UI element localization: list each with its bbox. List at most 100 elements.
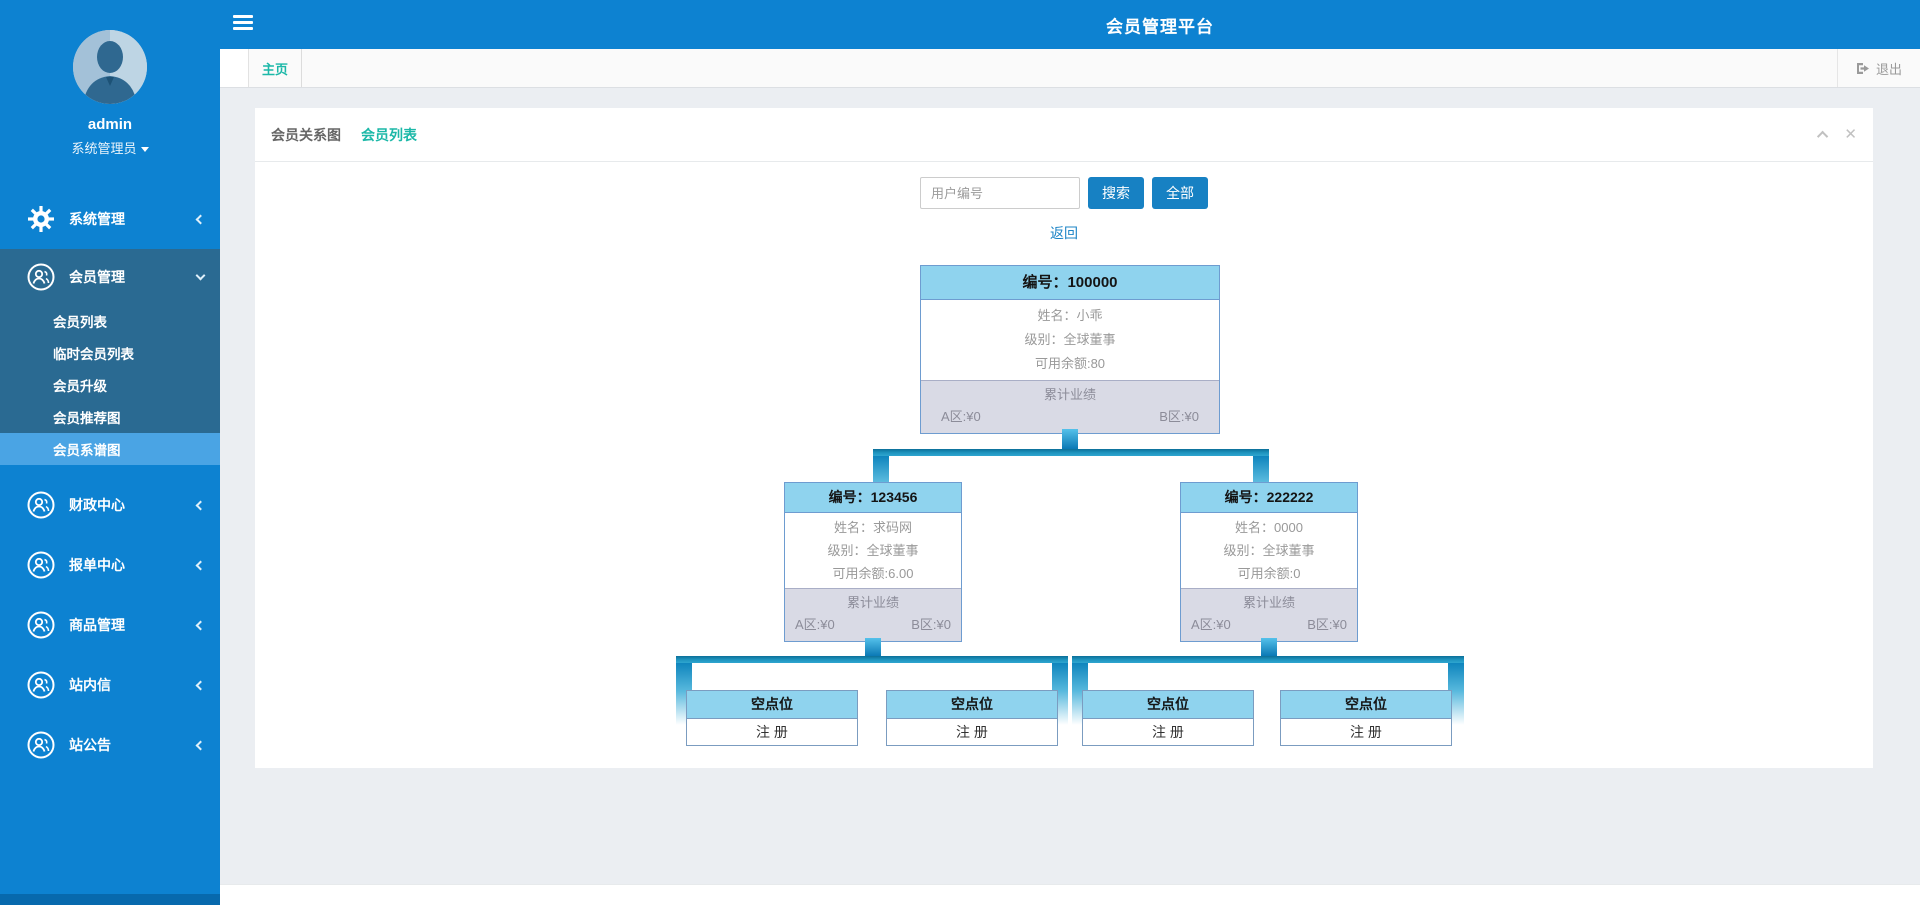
tab-spacer — [302, 49, 1837, 87]
member-list-link[interactable]: 会员列表 — [361, 126, 417, 143]
username: admin — [87, 116, 133, 133]
tree-node-child-left[interactable]: 编号：123456 姓名：求码网 级别：全球董事 可用余额:6.00 累计业绩 … — [784, 482, 962, 642]
genealogy-panel: 会员关系图 会员列表 ✕ 搜索 全部 返回 — [255, 108, 1873, 768]
sidebar-subitem-genealogy-chart[interactable]: 会员系谱图 — [0, 433, 220, 465]
node-balance: 可用余额:80 — [1034, 356, 1106, 371]
top-navbar: 会员管理平台 — [220, 0, 1920, 49]
sidebar-item-finance[interactable]: 财政中心 — [0, 475, 220, 535]
register-link[interactable]: 注 册 — [956, 724, 988, 740]
panel-body: 搜索 全部 返回 编号：100000 姓名：小乖 级别：全球董事 可用余额:80 — [255, 177, 1873, 758]
node-level: 级别：全球董事 — [827, 543, 919, 558]
subitem-label: 临时会员列表 — [53, 347, 134, 362]
chevron-down-icon — [195, 270, 206, 280]
search-button[interactable]: 搜索 — [1088, 177, 1144, 209]
performance-title: 累计业绩 — [1043, 387, 1096, 402]
sidebar-item-system[interactable]: 系统管理 — [0, 189, 220, 249]
connector-bar — [676, 656, 1068, 663]
empty-slot-label: 空点位 — [887, 691, 1057, 719]
connector-bar — [1072, 656, 1464, 663]
sidebar-item-label: 站公告 — [69, 737, 111, 753]
member-id-input[interactable] — [920, 177, 1080, 209]
profile-block: admin 系统管理员 — [0, 0, 220, 157]
sign-out-icon — [1856, 62, 1869, 74]
sidebar-item-site-announcement[interactable]: 站公告 — [0, 715, 220, 775]
tree-leaf-empty-slot: 空点位 注 册 — [1280, 690, 1452, 746]
users-icon — [27, 731, 55, 759]
users-icon — [27, 671, 55, 699]
chevron-left-icon — [195, 680, 206, 690]
search-form: 搜索 全部 — [255, 177, 1873, 209]
zone-a-value: A区:¥0 — [795, 617, 835, 632]
users-icon — [27, 263, 55, 291]
tab-home-label: 主页 — [262, 61, 289, 77]
users-icon — [27, 611, 55, 639]
sidebar-group-members: 会员管理 会员列表 临时会员列表 会员升级 会员推荐图 会员系谱图 — [0, 249, 220, 465]
node-level: 级别：全球董事 — [1024, 332, 1116, 347]
node-balance: 可用余额:6.00 — [832, 566, 914, 581]
sidebar-item-orders[interactable]: 报单中心 — [0, 535, 220, 595]
close-icon[interactable]: ✕ — [1844, 126, 1857, 143]
sidebar-item-site-mail[interactable]: 站内信 — [0, 655, 220, 715]
tab-home[interactable]: 主页 — [249, 49, 303, 87]
sidebar-item-label: 财政中心 — [69, 497, 125, 513]
users-icon — [27, 551, 55, 579]
back-row: 返回 — [255, 223, 1873, 243]
node-performance: 累计业绩 A区:¥0 B区:¥0 — [1181, 588, 1357, 641]
sidebar-item-label: 系统管理 — [69, 211, 125, 227]
chevron-left-icon — [195, 740, 206, 750]
node-name: 姓名：求码网 — [833, 520, 912, 535]
avatar-image — [73, 30, 147, 104]
zone-b-value: B区:¥0 — [911, 617, 951, 632]
panel-tools: ✕ — [1817, 126, 1857, 143]
register-link[interactable]: 注 册 — [756, 724, 788, 740]
sidebar-item-label: 会员管理 — [69, 269, 125, 285]
node-body: 姓名：小乖 级别：全球董事 可用余额:80 — [921, 300, 1219, 380]
performance-title: 累计业绩 — [846, 595, 899, 610]
users-icon — [27, 491, 55, 519]
tree-node-child-right[interactable]: 编号：222222 姓名：0000 级别：全球董事 可用余额:0 累计业绩 A区… — [1180, 482, 1358, 642]
connector-stub — [1261, 638, 1277, 656]
node-performance: 累计业绩 A区:¥0 B区:¥0 — [785, 588, 961, 641]
node-level: 级别：全球董事 — [1223, 543, 1315, 558]
sidebar-subitem-temp-member-list[interactable]: 临时会员列表 — [0, 337, 220, 369]
caret-down-icon — [140, 147, 149, 153]
subitem-label: 会员推荐图 — [53, 411, 121, 426]
empty-slot-label: 空点位 — [687, 691, 857, 719]
node-balance: 可用余额:0 — [1237, 566, 1301, 581]
tree-leaf-empty-slot: 空点位 注 册 — [1082, 690, 1254, 746]
node-id-header: 编号：123456 — [785, 483, 961, 513]
node-name: 姓名：0000 — [1235, 520, 1303, 535]
content-area: 会员关系图 会员列表 ✕ 搜索 全部 返回 — [220, 88, 1920, 884]
sidebar-item-label: 商品管理 — [69, 617, 125, 633]
sidebar-subitem-member-upgrade[interactable]: 会员升级 — [0, 369, 220, 401]
chevron-left-icon — [195, 214, 206, 224]
back-link[interactable]: 返回 — [1050, 225, 1078, 241]
node-performance: 累计业绩 A区:¥0 B区:¥0 — [921, 380, 1219, 433]
logout-button[interactable]: 退出 — [1836, 49, 1920, 87]
register-link[interactable]: 注 册 — [1152, 724, 1184, 740]
role-dropdown[interactable]: 系统管理员 — [0, 138, 220, 157]
main-area: 会员管理平台 主页 退出 会员关系图 会员列表 ✕ — [220, 0, 1920, 905]
role-label: 系统管理员 — [71, 141, 137, 156]
sidebar-item-products[interactable]: 商品管理 — [0, 595, 220, 655]
subitem-label: 会员升级 — [53, 379, 107, 394]
sidebar-menu: 系统管理 会员管理 会员列表 临时会员列表 会员升级 会员推荐图 会员系谱图 — [0, 189, 220, 775]
sidebar-subitem-member-list[interactable]: 会员列表 — [0, 305, 220, 337]
connector-stub — [1062, 429, 1078, 449]
tree-node-root[interactable]: 编号：100000 姓名：小乖 级别：全球董事 可用余额:80 累计业绩 A区:… — [920, 265, 1220, 434]
chevron-left-icon — [195, 620, 206, 630]
logout-label: 退出 — [1875, 61, 1902, 77]
gear-icon — [28, 206, 54, 232]
collapse-icon[interactable] — [1817, 130, 1829, 142]
connector-bar — [873, 449, 1269, 456]
sidebar-subitem-referral-chart[interactable]: 会员推荐图 — [0, 401, 220, 433]
all-button[interactable]: 全部 — [1152, 177, 1208, 209]
sidebar: admin 系统管理员 — [0, 0, 220, 905]
sidebar-item-members[interactable]: 会员管理 — [0, 249, 220, 305]
performance-title: 累计业绩 — [1242, 595, 1295, 610]
hamburger-icon[interactable] — [233, 15, 253, 33]
page-footer — [220, 884, 1920, 905]
tab-scroll-area — [220, 49, 249, 87]
node-id-header: 编号：100000 — [921, 266, 1219, 300]
register-link[interactable]: 注 册 — [1350, 724, 1382, 740]
